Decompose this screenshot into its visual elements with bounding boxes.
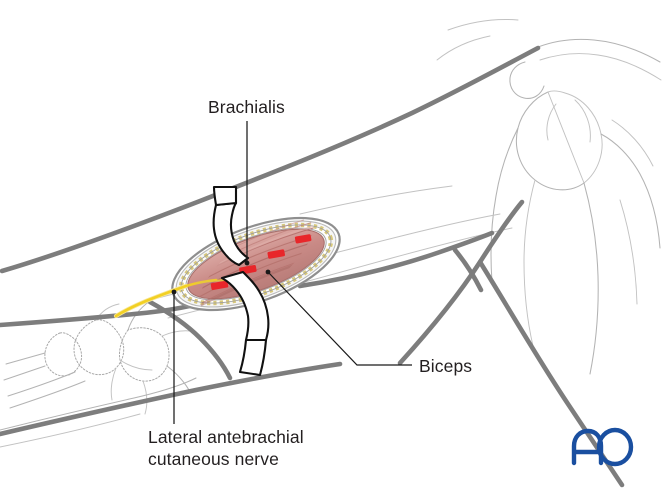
- shoulder-bone-outlines: [436, 19, 662, 375]
- label-nerve-line-1: Lateral antebrachial: [148, 427, 304, 447]
- leader-biceps: [267, 271, 412, 366]
- ao-logo-letter-o: [596, 427, 634, 467]
- interval-marker-4: [294, 234, 312, 244]
- retractors: [212, 185, 270, 377]
- surgical-wound: [171, 216, 341, 312]
- label-biceps: Biceps: [419, 356, 472, 376]
- retractor-blade-upper: [212, 201, 250, 267]
- leader-dot-biceps: [265, 269, 271, 275]
- retractor-shaft-upper: [212, 185, 238, 207]
- retractor-shaft-lower: [238, 338, 268, 377]
- label-leader-lines: [171, 121, 412, 424]
- interval-marker-1: [210, 280, 229, 291]
- leader-dot-nerve: [171, 289, 177, 295]
- fat-layer-outline: [180, 224, 332, 304]
- interval-marker-3: [267, 249, 285, 259]
- label-brachialis: Brachialis: [208, 97, 285, 117]
- leader-dot-brachialis: [244, 260, 250, 266]
- ao-logo: [571, 427, 634, 467]
- label-nerve-line-2: cutaneous nerve: [148, 449, 279, 469]
